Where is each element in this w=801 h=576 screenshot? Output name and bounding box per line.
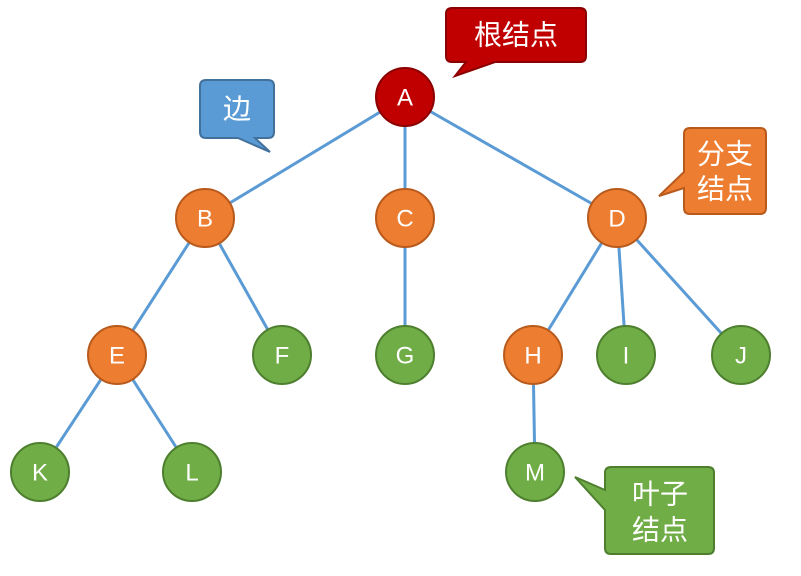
callout-branch-text-line1: 分支 — [697, 138, 753, 171]
node-J-label: J — [735, 343, 747, 370]
node-B: B — [175, 188, 235, 248]
node-M: M — [505, 442, 565, 502]
callout-root: 根结点 — [445, 7, 587, 79]
node-L: L — [162, 442, 222, 502]
node-J-circle — [711, 325, 771, 385]
callout-leaf-text-line2: 结点 — [632, 514, 688, 547]
node-G-circle — [375, 325, 435, 385]
callout-edge-bubble — [199, 79, 275, 153]
node-E-label: E — [109, 343, 125, 370]
node-K-circle — [10, 442, 70, 502]
node-M-label: M — [525, 460, 545, 487]
node-I-circle — [596, 325, 656, 385]
edge-D-J — [615, 216, 743, 357]
node-L-label: L — [185, 460, 198, 487]
edge-A-B — [204, 95, 406, 220]
node-G: G — [375, 325, 435, 385]
node-F-label: F — [275, 343, 290, 370]
node-M-circle — [505, 442, 565, 502]
node-D-circle — [587, 188, 647, 248]
node-H-label: H — [524, 343, 541, 370]
node-J: J — [711, 325, 771, 385]
node-B-label: B — [197, 206, 213, 233]
node-E: E — [87, 325, 147, 385]
node-K-label: K — [32, 460, 48, 487]
callout-edge-text: 边 — [223, 93, 251, 126]
callout-root-bubble — [445, 7, 587, 79]
callout-leaf: 叶子 结点 — [574, 466, 715, 555]
callout-leaf-bubble — [574, 466, 715, 555]
callout-branch: 分支 结点 — [658, 127, 767, 215]
edge-A-D — [404, 95, 618, 220]
node-I: I — [596, 325, 656, 385]
node-D-label: D — [608, 206, 625, 233]
node-C-circle — [375, 188, 435, 248]
node-F-circle — [252, 325, 312, 385]
node-H-circle — [503, 325, 563, 385]
node-C-label: C — [396, 206, 413, 233]
nodes: A B C D E F G H I J K L M — [10, 67, 771, 502]
node-F: F — [252, 325, 312, 385]
callout-root-text: 根结点 — [474, 19, 558, 52]
node-L-circle — [162, 442, 222, 502]
callout-branch-bubble — [658, 127, 767, 215]
edges — [38, 95, 743, 473]
node-C: C — [375, 188, 435, 248]
node-D: D — [587, 188, 647, 248]
node-A-label: A — [397, 85, 413, 112]
callout-edge: 边 — [199, 79, 275, 153]
node-H: H — [503, 325, 563, 385]
node-G-label: G — [396, 343, 415, 370]
node-B-circle — [175, 188, 235, 248]
node-I-label: I — [623, 343, 630, 370]
callout-leaf-text-line1: 叶子 — [632, 478, 688, 511]
callout-branch-text-line2: 结点 — [697, 173, 753, 206]
node-A-circle — [375, 67, 435, 127]
node-K: K — [10, 442, 70, 502]
node-E-circle — [87, 325, 147, 385]
node-A: A — [375, 67, 435, 127]
